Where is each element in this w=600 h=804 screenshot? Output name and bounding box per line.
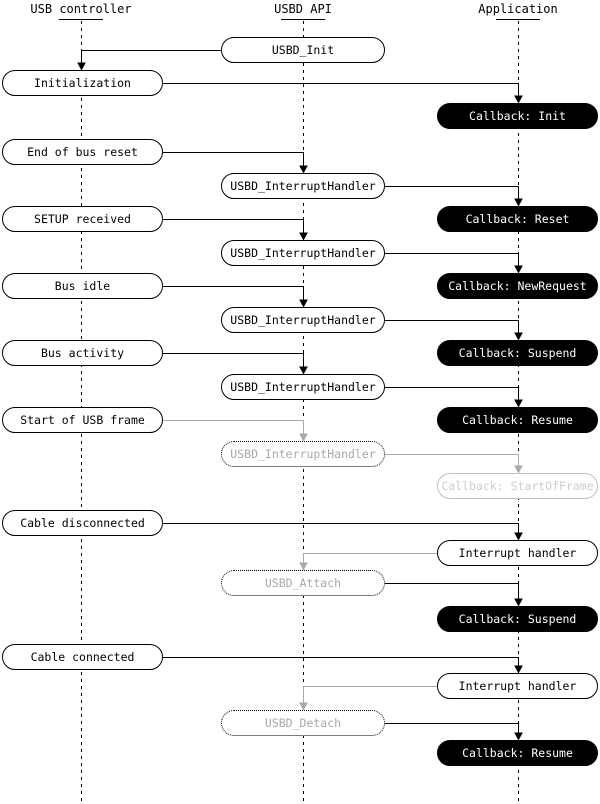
- message-n-cable-disc-to-n-irq-handler-1: [163, 523, 523, 541]
- message-n-irq-handler-1-to-n-usbd-attach: [299, 553, 437, 571]
- node-bus-activity[interactable]: Bus activity: [2, 340, 163, 366]
- message-n-irq-3-to-n-cb-suspend-1: [385, 320, 523, 341]
- node-cb-reset[interactable]: Callback: Reset: [437, 206, 598, 232]
- node-irq-2[interactable]: USBD_InterruptHandler: [221, 240, 385, 266]
- node-cable-disc[interactable]: Cable disconnected: [2, 510, 163, 536]
- node-label: USBD_InterruptHandler: [230, 246, 376, 260]
- node-label: Bus activity: [40, 346, 125, 360]
- node-label: USBD_InterruptHandler: [230, 313, 376, 327]
- arrowhead: [514, 532, 523, 541]
- lane-header-application: Application: [478, 2, 558, 16]
- node-setup-received[interactable]: SETUP received: [2, 206, 163, 232]
- arrowhead: [514, 465, 523, 474]
- node-irq-4[interactable]: USBD_InterruptHandler: [221, 374, 385, 400]
- node-label: Cable disconnected: [20, 516, 145, 530]
- arrowhead: [514, 332, 523, 341]
- node-start-usb-frame[interactable]: Start of USB frame: [2, 407, 163, 433]
- message-n-usbd-attach-to-n-cb-suspend-2: [385, 583, 523, 607]
- message-n-irq-1-to-n-cb-reset: [385, 186, 523, 207]
- node-cb-suspend-1[interactable]: Callback: Suspend: [437, 340, 598, 366]
- node-label: SETUP received: [34, 212, 131, 226]
- node-label: Cable connected: [30, 650, 135, 664]
- node-cb-startofframe[interactable]: Callback: StartOfFrame: [437, 473, 598, 499]
- message-n-initialization-to-n-cb-init: [163, 83, 523, 104]
- arrowhead: [514, 598, 523, 607]
- node-end-bus-reset[interactable]: End of bus reset: [2, 139, 163, 165]
- node-label: End of bus reset: [27, 145, 138, 159]
- message-n-usbd-init-to-n-initialization: [77, 50, 221, 71]
- node-label: Callback: Suspend: [458, 346, 577, 360]
- node-irq-5[interactable]: USBD_InterruptHandler: [221, 441, 385, 467]
- node-label: Callback: Resume: [462, 746, 573, 760]
- node-usbd-attach[interactable]: USBD_Attach: [221, 570, 385, 596]
- node-usbd-init[interactable]: USBD_Init: [221, 37, 385, 63]
- node-cb-suspend-2[interactable]: Callback: Suspend: [437, 606, 598, 632]
- arrowhead: [514, 265, 523, 274]
- node-cb-resume-1[interactable]: Callback: Resume: [437, 407, 598, 433]
- arrowhead: [299, 366, 308, 375]
- arrowhead: [299, 165, 308, 174]
- message-n-irq-4-to-n-cb-resume-1: [385, 387, 523, 408]
- node-label: Callback: Init: [469, 109, 566, 123]
- node-label: Callback: Suspend: [458, 612, 577, 626]
- message-n-irq-handler-2-to-n-usbd-detach: [299, 686, 437, 711]
- node-label: Callback: NewRequest: [448, 279, 587, 293]
- node-label: USBD_InterruptHandler: [230, 380, 376, 394]
- arrowhead: [77, 62, 86, 71]
- lane-header-controller: USB controller: [30, 2, 132, 16]
- arrowhead: [514, 732, 523, 741]
- node-label: Bus idle: [54, 279, 111, 293]
- node-label: Callback: Reset: [465, 212, 570, 226]
- arrowhead: [299, 232, 308, 241]
- arrowhead: [514, 665, 523, 674]
- node-label: Interrupt handler: [458, 546, 577, 560]
- message-n-setup-received-to-n-irq-2: [163, 219, 308, 241]
- node-label: USBD_InterruptHandler: [230, 447, 376, 461]
- node-cb-newrequest[interactable]: Callback: NewRequest: [437, 273, 598, 299]
- message-n-end-bus-reset-to-n-irq-1: [163, 152, 308, 174]
- node-cable-conn[interactable]: Cable connected: [2, 644, 163, 670]
- node-bus-idle[interactable]: Bus idle: [2, 273, 163, 299]
- node-label: Interrupt handler: [458, 679, 577, 693]
- node-cb-resume-2[interactable]: Callback: Resume: [437, 740, 598, 766]
- node-usbd-detach[interactable]: USBD_Detach: [221, 710, 385, 736]
- node-irq-1[interactable]: USBD_InterruptHandler: [221, 173, 385, 199]
- node-label: USBD_InterruptHandler: [230, 179, 376, 193]
- node-label: USBD_Init: [271, 43, 335, 57]
- arrowhead: [299, 299, 308, 308]
- arrowhead: [514, 399, 523, 408]
- node-label: USBD_Attach: [264, 576, 342, 590]
- node-irq-3[interactable]: USBD_InterruptHandler: [221, 307, 385, 333]
- node-label: Callback: StartOfFrame: [441, 479, 594, 493]
- node-cb-init[interactable]: Callback: Init: [437, 103, 598, 129]
- arrowhead: [514, 95, 523, 104]
- node-irq-handler-1[interactable]: Interrupt handler: [437, 540, 598, 566]
- message-n-cable-conn-to-n-irq-handler-2: [163, 657, 523, 674]
- node-label: USBD_Detach: [264, 716, 342, 730]
- arrowhead: [299, 433, 308, 442]
- message-n-usbd-detach-to-n-cb-resume-2: [385, 723, 523, 741]
- node-label: Initialization: [34, 76, 131, 90]
- node-initialization[interactable]: Initialization: [2, 70, 163, 96]
- lane-header-api: USBD API: [274, 2, 332, 16]
- node-label: Callback: Resume: [462, 413, 573, 427]
- node-irq-handler-2[interactable]: Interrupt handler: [437, 673, 598, 699]
- message-n-start-usb-frame-to-n-irq-5: [163, 420, 308, 442]
- message-n-bus-idle-to-n-irq-3: [163, 286, 308, 308]
- node-label: Start of USB frame: [20, 413, 145, 427]
- message-n-irq-5-to-n-cb-startofframe: [385, 454, 523, 474]
- message-n-bus-activity-to-n-irq-4: [163, 353, 308, 375]
- arrowhead: [299, 562, 308, 571]
- arrowhead: [299, 702, 308, 711]
- message-n-irq-2-to-n-cb-newrequest: [385, 253, 523, 274]
- arrowhead: [514, 198, 523, 207]
